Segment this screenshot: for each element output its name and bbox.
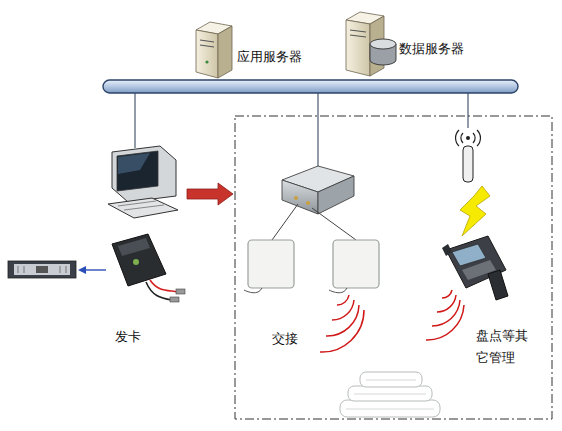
card-reader-icon [112, 234, 185, 302]
usb-plug [170, 297, 179, 302]
reader-body [112, 234, 166, 286]
usb-plug [176, 289, 185, 294]
keyboard-keys [124, 205, 164, 210]
antenna-lead [329, 288, 347, 293]
network-wire [317, 92, 318, 168]
database-top [370, 39, 396, 49]
antenna-body [333, 240, 379, 288]
wireless-link [460, 186, 490, 236]
server-side [218, 26, 232, 78]
fixed-reader-icon [282, 166, 354, 214]
handheld-node: 盘点等其 它管理 [440, 232, 550, 372]
wave-arc [337, 295, 349, 305]
towel [340, 400, 440, 417]
monitor-screen [117, 151, 158, 191]
reader-port [294, 196, 298, 200]
node-label: 盘点等其 它管理 [476, 325, 534, 369]
node-label: 应用服务器 [237, 46, 307, 68]
node-label: 发卡 [115, 326, 155, 348]
network-bus [103, 80, 518, 93]
antenna-mast [463, 146, 473, 182]
wave-arc [332, 300, 354, 320]
towel-fold [354, 394, 426, 395]
reader-led [133, 259, 139, 265]
antenna-body [248, 240, 294, 288]
wave-arc [437, 295, 456, 312]
towel-fold [346, 409, 434, 410]
radio-waves [320, 295, 364, 352]
wave-arc [326, 305, 359, 336]
network-wire [134, 92, 135, 148]
handheld-head [442, 244, 452, 256]
wave-arc [320, 310, 364, 352]
flow-arrow [187, 183, 233, 205]
server-node: 应用服务器 [190, 20, 305, 80]
keyboard [108, 198, 178, 218]
usb-cable [146, 282, 172, 300]
wave-arc [442, 290, 452, 298]
rfid-tag [8, 261, 76, 278]
antenna-cable [272, 204, 298, 240]
antenna-lead [244, 288, 262, 293]
wave-arc [432, 300, 460, 326]
tag-coil [60, 266, 61, 273]
server-slot [350, 30, 366, 32]
tag-coil [24, 266, 25, 273]
radio-waves [426, 290, 464, 340]
antenna-panel [244, 240, 379, 293]
usb-cable [150, 280, 178, 292]
server-icon [196, 22, 232, 78]
server-front [346, 20, 370, 76]
tag-coil [18, 266, 19, 273]
towel [360, 372, 422, 387]
tag-body [8, 261, 76, 278]
server-slot [200, 45, 214, 47]
handheld-screen [452, 244, 486, 266]
server-led [205, 60, 208, 63]
wireless-antenna [456, 130, 481, 182]
server-slot [200, 40, 214, 42]
server-icon [346, 12, 396, 76]
node-label: 数据服务器 [399, 38, 471, 60]
area-boundary [235, 116, 552, 419]
card-issuer-node: 发卡 [105, 230, 170, 350]
signal-arc [461, 133, 463, 143]
server-node: 数据服务器 [343, 10, 473, 76]
signal-arc [456, 130, 459, 146]
node-label: 交接 [272, 328, 312, 350]
reader-port [306, 201, 310, 205]
tag-coil [66, 266, 67, 273]
signal-arc [473, 133, 475, 143]
antenna-node: 交接 [245, 238, 385, 353]
computer-icon [108, 146, 178, 218]
keyboard-keys [118, 201, 156, 206]
screen-glare [118, 153, 150, 174]
handheld-terminal [442, 236, 508, 300]
server-front [196, 30, 218, 78]
reader-panel [118, 238, 150, 256]
towel [348, 386, 432, 401]
tag-inlay [14, 264, 70, 275]
signal-arc [477, 130, 480, 146]
antenna-tip [466, 136, 470, 140]
towel-fold [366, 380, 416, 381]
handheld-grip [488, 270, 508, 300]
tag-chip [36, 266, 48, 273]
network-wire [467, 92, 468, 128]
monitor-body [112, 146, 176, 202]
server-slot [350, 35, 366, 37]
towel-stack [340, 372, 440, 417]
antenna-cable [312, 208, 356, 240]
wave-arc [426, 305, 464, 340]
issue-arrowhead [78, 266, 86, 274]
reader-side [318, 176, 354, 214]
